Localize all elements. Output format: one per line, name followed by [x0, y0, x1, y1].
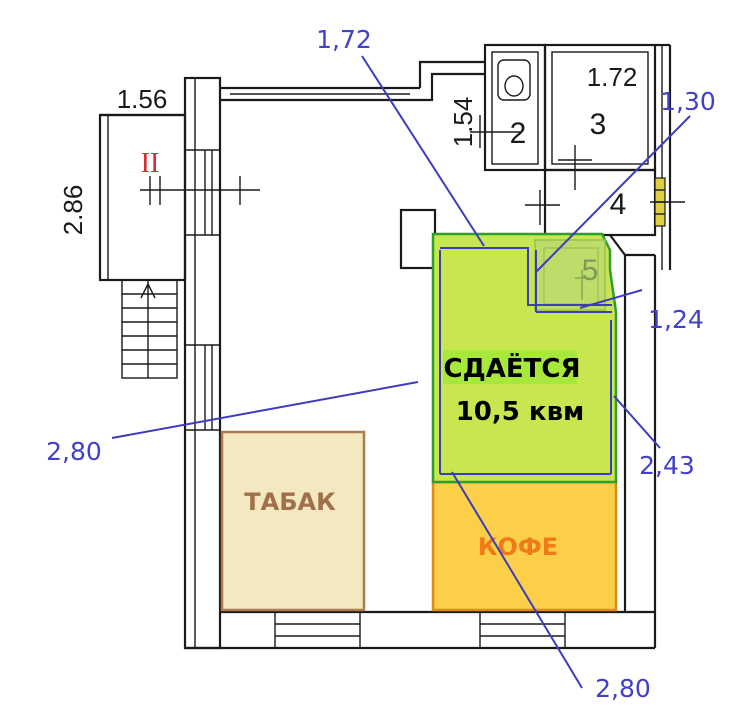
tobacco-shop: ТАБАК: [220, 430, 366, 612]
room-5-number: 5: [582, 254, 599, 287]
coffee-shop: КОФЕ: [431, 480, 618, 612]
room-2-number: 2: [510, 117, 527, 150]
wc-length-dimension: 1.54: [448, 97, 478, 148]
staircase: II 1.56 2.86: [58, 84, 260, 379]
dimension-right-2-43: 2,43: [639, 451, 695, 480]
area-label: 10,5 квм: [456, 397, 585, 427]
rent-space: 5 СДАЁТСЯ 10,5 квм: [431, 232, 618, 484]
dimension-left-2-80: 2,80: [46, 437, 102, 466]
dimension-bottom-2-80: 2,80: [595, 674, 651, 703]
dimension-right-1-24: 1,24: [648, 305, 704, 334]
building-walls: [183, 60, 657, 650]
room-3-number: 3: [590, 108, 607, 141]
dimension-top-1-72: 1,72: [316, 25, 372, 54]
stair-length-dimension: 2.86: [58, 185, 88, 236]
room-4-number: 4: [610, 188, 627, 221]
dimension-top-1-30: 1,30: [660, 87, 716, 116]
service-rooms: 2 1.54 1.72 3 4: [448, 43, 685, 270]
dimension-leaders: [111, 55, 691, 689]
for-rent-label: СДАЁТСЯ: [444, 352, 581, 384]
room-3-width-dimension: 1.72: [587, 62, 638, 92]
tobacco-label: ТАБАК: [244, 488, 336, 516]
coffee-label: КОФЕ: [478, 533, 558, 561]
stair-numeral: II: [141, 148, 160, 179]
stair-width-dimension: 1.56: [117, 84, 168, 114]
